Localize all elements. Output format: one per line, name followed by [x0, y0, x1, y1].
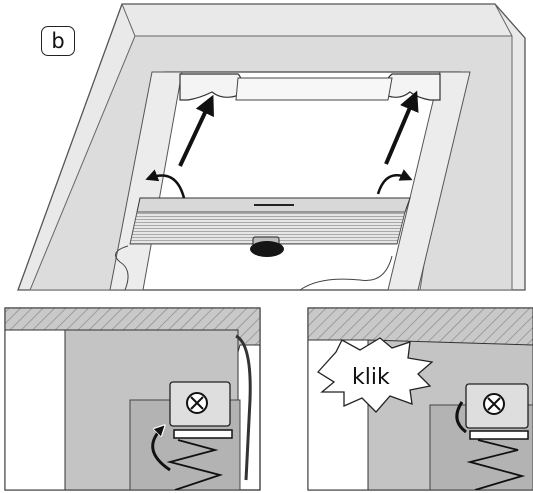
spring [166, 439, 224, 490]
arrow-icon [384, 90, 419, 165]
window-frame-view [17, 3, 526, 291]
klik-callout: klik [352, 365, 390, 390]
clip-detail-before [4, 307, 261, 491]
engaged-latch [455, 401, 467, 434]
cord-right [299, 255, 393, 291]
curved-arrow-icon [145, 169, 186, 199]
arrow-icon [178, 94, 214, 167]
klik-burst [316, 337, 434, 413]
step-badge: b [41, 26, 75, 56]
spring [466, 439, 526, 490]
right-side-rail [387, 71, 471, 291]
cord-left [115, 245, 129, 291]
curved-arrow-icon [376, 169, 413, 195]
blind-fabric [129, 211, 406, 245]
clip-detail-after: klik [307, 307, 533, 491]
cable [235, 334, 252, 481]
curved-arrow-icon [151, 428, 171, 472]
handle-grip [250, 241, 284, 257]
top-cassette [235, 77, 393, 101]
